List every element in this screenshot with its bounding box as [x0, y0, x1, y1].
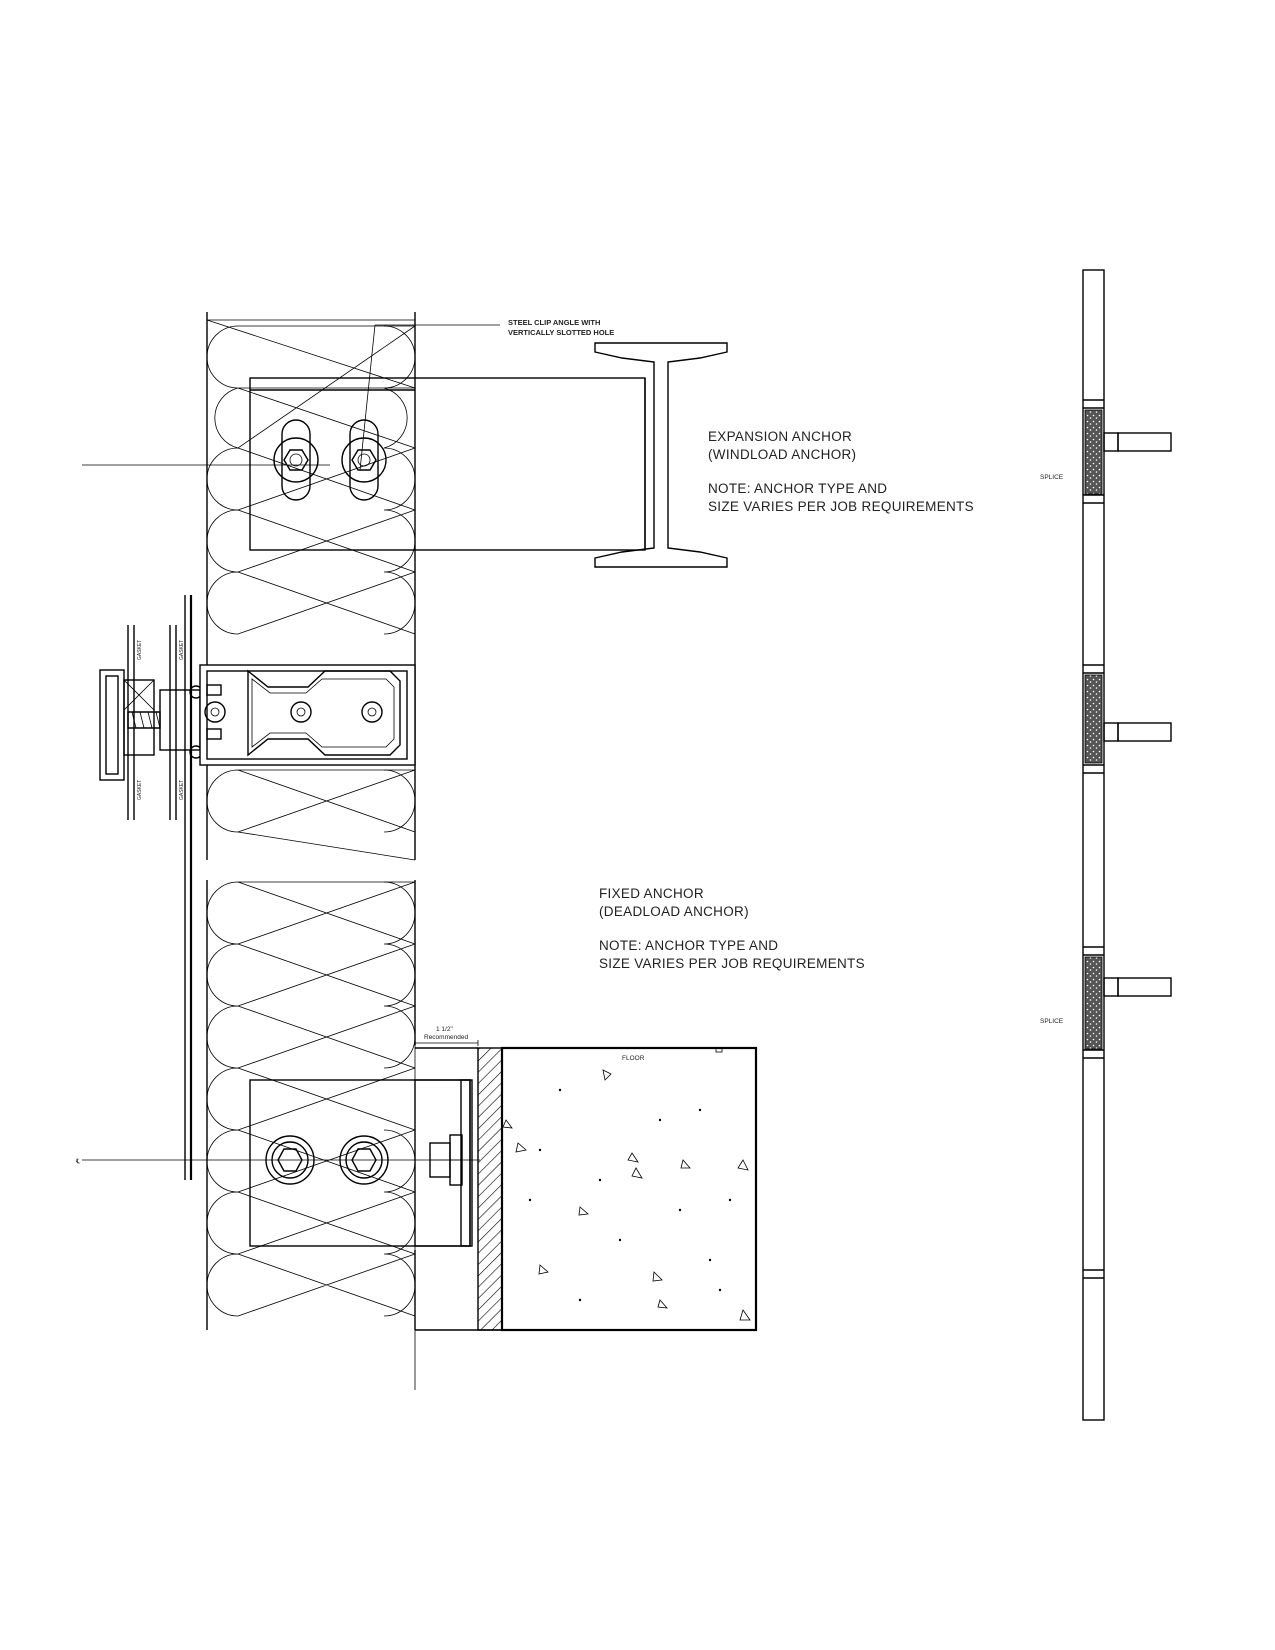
gap-dimension: 1 1/2" Recommended [414, 1026, 479, 1046]
clip-angle-line1: STEEL CLIP ANGLE WITH [508, 318, 600, 327]
svg-text:GASKET: GASKET [179, 640, 185, 660]
floor-label: FLOOR [622, 1055, 645, 1062]
glazing-system: GASKET GASKET GASKET GASKET [99, 595, 203, 1180]
fixed-anchor-callout: FIXED ANCHOR (DEADLOAD ANCHOR) NOTE: ANC… [599, 886, 865, 971]
centerline-lower: ℄ [75, 1158, 480, 1165]
insulation-upper [206, 312, 416, 861]
dimension-note: Recommended [424, 1034, 468, 1041]
centerline-symbol: ℄ [75, 1158, 81, 1165]
svg-text:GASKET: GASKET [137, 640, 143, 660]
concrete-aggregate [502, 1069, 751, 1321]
expansion-note-line1: NOTE: ANCHOR TYPE AND [708, 481, 887, 496]
lower-clip-angle [249, 1079, 473, 1247]
fixed-note-line1: NOTE: ANCHOR TYPE AND [599, 938, 778, 953]
splice-label-upper: SPLICE [1040, 474, 1064, 481]
insulation-lower [206, 880, 416, 1330]
fixed-anchor-title: FIXED ANCHOR [599, 886, 704, 901]
expansion-anchor-title: EXPANSION ANCHOR [708, 429, 852, 444]
expansion-note-line2: SIZE VARIES PER JOB REQUIREMENTS [708, 499, 974, 514]
clip-angle-callout: STEEL CLIP ANGLE WITH VERTICALLY SLOTTED… [508, 318, 614, 337]
splice-label-lower: SPLICE [1040, 1018, 1064, 1025]
mullion-profile [199, 664, 416, 766]
steel-i-beam [594, 342, 728, 568]
fixed-anchor-subtitle: (DEADLOAD ANCHOR) [599, 904, 749, 919]
clip-angle-line2: VERTICALLY SLOTTED HOLE [508, 328, 614, 337]
mullion-elevation: SPLICE SPLICE [1040, 269, 1172, 1421]
svg-text:GASKET: GASKET [179, 780, 185, 800]
expansion-anchor-bolts [273, 419, 387, 501]
dimension-value: 1 1/2" [436, 1026, 453, 1033]
clip-angle-leader [359, 324, 500, 471]
fixed-note-line2: SIZE VARIES PER JOB REQUIREMENTS [599, 956, 865, 971]
floor-slab: FLOOR [415, 1046, 758, 1332]
expansion-anchor-callout: EXPANSION ANCHOR (WINDLOAD ANCHOR) NOTE:… [708, 429, 974, 514]
expansion-anchor-subtitle: (WINDLOAD ANCHOR) [708, 447, 856, 462]
upper-clip-angle [249, 377, 646, 551]
svg-text:GASKET: GASKET [137, 780, 143, 800]
